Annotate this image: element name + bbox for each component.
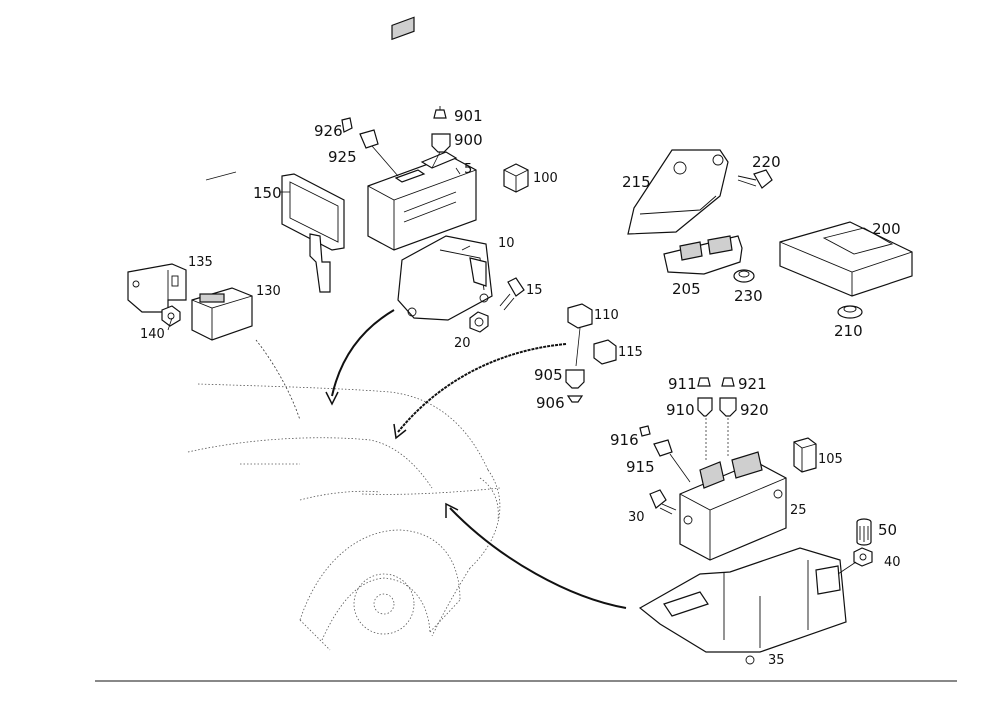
- label-5: 5: [464, 162, 472, 177]
- label-200: 200: [872, 220, 901, 238]
- connectors-910-920: [697, 377, 737, 462]
- label-911: 911: [668, 375, 697, 393]
- unit-200: [779, 221, 913, 297]
- label-35: 35: [768, 653, 785, 668]
- nut-140: [161, 305, 181, 327]
- label-910: 910: [666, 401, 695, 419]
- label-100: 100: [533, 171, 558, 186]
- label-920: 920: [740, 401, 769, 419]
- label-916: 916: [610, 431, 639, 449]
- label-30: 30: [628, 510, 645, 525]
- relay-115: [593, 339, 617, 365]
- connector-900: [431, 106, 451, 169]
- relay-100: [503, 163, 529, 193]
- label-921: 921: [738, 375, 767, 393]
- nut-40: [853, 547, 873, 567]
- grommet-230: [733, 269, 755, 283]
- arrows: [255, 309, 627, 609]
- module-130: [191, 287, 253, 341]
- arrow-to-ecu-front: [331, 309, 395, 397]
- bracket-215: [627, 149, 729, 235]
- relay-105: [793, 437, 817, 473]
- label-915: 915: [626, 458, 655, 476]
- label-50: 50: [878, 521, 897, 539]
- label-140: 140: [140, 327, 165, 342]
- grommet-210: [837, 305, 863, 319]
- connector-925: [341, 117, 399, 177]
- car-outline: [187, 383, 501, 651]
- sleeve-50: [856, 518, 872, 546]
- bolt-15: [499, 277, 525, 311]
- control-unit-25: [679, 451, 787, 561]
- label-215: 215: [622, 173, 651, 191]
- label-10: 10: [498, 236, 515, 251]
- label-130: 130: [256, 284, 281, 299]
- label-135: 135: [188, 255, 213, 270]
- label-905: 905: [534, 366, 563, 384]
- label-205: 205: [672, 280, 701, 298]
- bracket-10: [397, 235, 493, 321]
- label-901: 901: [454, 107, 483, 125]
- screw-220: [737, 169, 773, 189]
- control-unit-5: [367, 16, 477, 251]
- label-220: 220: [752, 153, 781, 171]
- bracket-135: [127, 263, 187, 313]
- nut-20: [469, 311, 489, 333]
- module-205: [663, 235, 743, 275]
- arrow-to-relay: [397, 343, 567, 433]
- label-25: 25: [790, 503, 807, 518]
- connector-915: [639, 425, 691, 483]
- bracket-150: [281, 173, 345, 293]
- label-906: 906: [536, 394, 565, 412]
- label-900: 900: [454, 131, 483, 149]
- label-110: 110: [594, 308, 619, 323]
- label-40: 40: [884, 555, 901, 570]
- label-150: 150: [253, 184, 282, 202]
- relay-110: [567, 303, 593, 367]
- connector-905: [565, 369, 585, 403]
- part-labels: 901 900 926 925 5 100 150 10 15 20 135 1…: [140, 107, 901, 668]
- label-20: 20: [454, 336, 471, 351]
- label-210: 210: [834, 322, 863, 340]
- label-925: 925: [328, 148, 357, 166]
- label-115: 115: [618, 345, 643, 360]
- arrow-to-module-rear: [449, 507, 627, 609]
- label-105: 105: [818, 452, 843, 467]
- label-230: 230: [734, 287, 763, 305]
- leader-lines: [167, 167, 857, 575]
- label-926: 926: [314, 122, 343, 140]
- screw-30: [649, 489, 677, 515]
- bracket-35: [638, 547, 847, 665]
- label-15: 15: [526, 283, 543, 298]
